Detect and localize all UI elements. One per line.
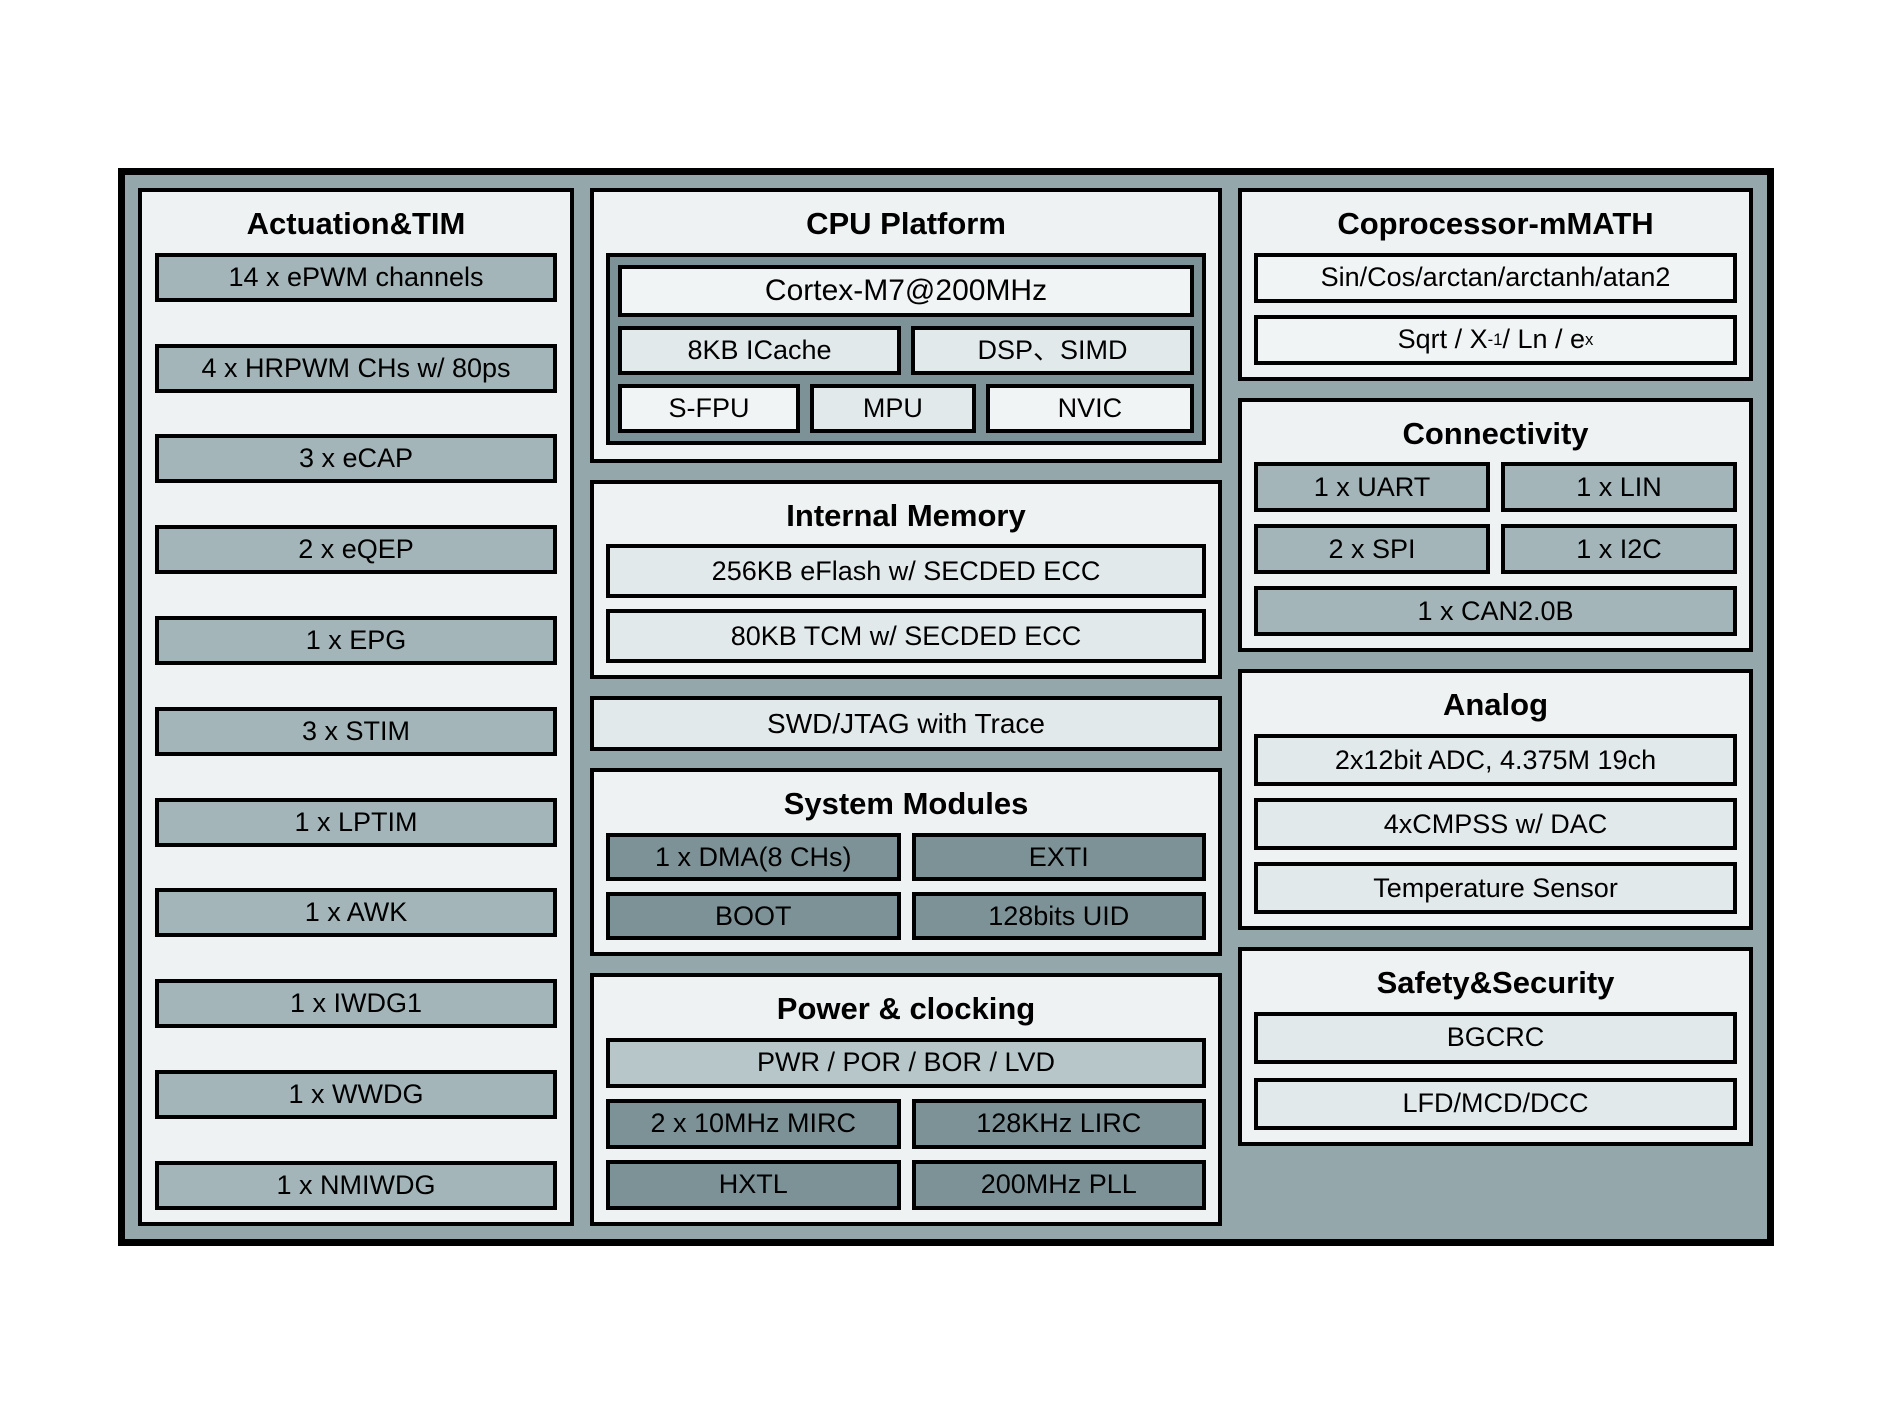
group-title-connectivity: Connectivity <box>1402 415 1589 451</box>
group-title-coprocessor: Coprocessor-mMATH <box>1337 206 1654 241</box>
power-lirc-box[interactable]: 128KHz LIRC <box>911 1098 1206 1149</box>
group-coprocessor-mmath: Coprocessor-mMATH Sin/Cos/arctan/arctanh… <box>1238 188 1753 381</box>
group-title-system-modules: System Modules <box>783 786 1029 822</box>
group-power-clocking: Power & clocking PWR / POR / BOR / LVD 2… <box>590 973 1222 1226</box>
connectivity-rows: 1 x UART 1 x LIN 2 x SPI 1 x I2C 1 x CAN… <box>1254 462 1737 637</box>
group-analog: Analog 2x12bit ADC, 4.375M 19ch 4xCMPSS … <box>1238 669 1753 931</box>
conn-row-2: 2 x SPI 1 x I2C <box>1254 524 1737 575</box>
analog-temp-sensor-box[interactable]: Temperature Sensor <box>1254 862 1737 915</box>
safety-lfd-mcd-dcc-box[interactable]: LFD/MCD/DCC <box>1254 1077 1737 1130</box>
actuation-item-awk[interactable]: 1 x AWK <box>155 888 557 938</box>
sysmod-boot-box[interactable]: BOOT <box>606 892 901 941</box>
actuation-item-hrpwm[interactable]: 4 x HRPWM CHs w/ 80ps <box>155 343 557 393</box>
cpu-sfpu-box[interactable]: S-FPU <box>618 383 801 433</box>
group-cpu-platform: CPU Platform Cortex-M7@200MHz 8KB ICache… <box>590 188 1222 463</box>
power-row-1: 2 x 10MHz MIRC 128KHz LIRC <box>606 1098 1206 1149</box>
cpu-dsp-simd-box[interactable]: DSP、SIMD <box>911 325 1194 375</box>
actuation-item-eqep[interactable]: 2 x eQEP <box>155 525 557 575</box>
actuation-item-iwdg1[interactable]: 1 x IWDG1 <box>155 979 557 1029</box>
group-internal-memory: Internal Memory 256KB eFlash w/ SECDED E… <box>590 479 1222 680</box>
cpu-inner-container: Cortex-M7@200MHz 8KB ICache DSP、SIMD S-F… <box>606 252 1206 445</box>
conn-can-box[interactable]: 1 x CAN2.0B <box>1254 586 1737 637</box>
coprocessor-item-list: Sin/Cos/arctan/arctanh/atan2 Sqrt / X-1 … <box>1254 252 1737 365</box>
cpu-row-cache-dsp: 8KB ICache DSP、SIMD <box>618 325 1194 375</box>
group-title-power: Power & clocking <box>776 991 1036 1027</box>
sysmod-dma-box[interactable]: 1 x DMA(8 CHs) <box>606 833 901 882</box>
memory-item-list: 256KB eFlash w/ SECDED ECC 80KB TCM w/ S… <box>606 544 1206 664</box>
debug-swd-jtag-box[interactable]: SWD/JTAG with Trace <box>590 696 1222 752</box>
actuation-item-ecap[interactable]: 3 x eCAP <box>155 434 557 484</box>
cpu-icache-box[interactable]: 8KB ICache <box>618 325 901 375</box>
column-peripherals: Coprocessor-mMATH Sin/Cos/arctan/arctanh… <box>1238 188 1753 1226</box>
actuation-item-list: 14 x ePWM channels 4 x HRPWM CHs w/ 80ps… <box>155 252 557 1212</box>
conn-lin-box[interactable]: 1 x LIN <box>1501 462 1737 513</box>
system-modules-rows: 1 x DMA(8 CHs) EXTI BOOT 128bits UID <box>606 833 1206 941</box>
group-title-analog: Analog <box>1442 687 1549 723</box>
analog-cmpss-dac-box[interactable]: 4xCMPSS w/ DAC <box>1254 798 1737 851</box>
actuation-item-wwdg[interactable]: 1 x WWDG <box>155 1070 557 1120</box>
power-pwr-por-bor-lvd-box[interactable]: PWR / POR / BOR / LVD <box>606 1037 1206 1088</box>
actuation-item-epwm[interactable]: 14 x ePWM channels <box>155 252 557 302</box>
conn-spi-box[interactable]: 2 x SPI <box>1254 524 1490 575</box>
sysmod-row-1: 1 x DMA(8 CHs) EXTI <box>606 833 1206 882</box>
group-title-safety: Safety&Security <box>1376 965 1615 1001</box>
group-title-actuation: Actuation&TIM <box>246 206 466 241</box>
sysmod-uid-box[interactable]: 128bits UID <box>911 892 1206 941</box>
actuation-item-stim[interactable]: 3 x STIM <box>155 706 557 756</box>
coproc-formula-prefix: Sqrt / X <box>1397 324 1488 355</box>
cpu-core-box[interactable]: Cortex-M7@200MHz <box>618 264 1194 317</box>
power-hxtl-box[interactable]: HXTL <box>606 1159 901 1210</box>
sysmod-exti-box[interactable]: EXTI <box>911 833 1206 882</box>
conn-uart-box[interactable]: 1 x UART <box>1254 462 1490 513</box>
sysmod-row-2: BOOT 128bits UID <box>606 892 1206 941</box>
conn-row-1: 1 x UART 1 x LIN <box>1254 462 1737 513</box>
cpu-mpu-box[interactable]: MPU <box>810 383 976 433</box>
safety-bgcrc-box[interactable]: BGCRC <box>1254 1011 1737 1064</box>
memory-tcm-box[interactable]: 80KB TCM w/ SECDED ECC <box>606 609 1206 664</box>
analog-item-list: 2x12bit ADC, 4.375M 19ch 4xCMPSS w/ DAC … <box>1254 734 1737 915</box>
group-title-cpu: CPU Platform <box>806 206 1006 241</box>
chip-block-diagram: Actuation&TIM 14 x ePWM channels 4 x HRP… <box>118 168 1774 1246</box>
actuation-item-lptim[interactable]: 1 x LPTIM <box>155 797 557 847</box>
cpu-nvic-box[interactable]: NVIC <box>985 383 1194 433</box>
group-system-modules: System Modules 1 x DMA(8 CHs) EXTI BOOT … <box>590 768 1222 957</box>
column-cpu-system: CPU Platform Cortex-M7@200MHz 8KB ICache… <box>590 188 1222 1226</box>
memory-eflash-box[interactable]: 256KB eFlash w/ SECDED ECC <box>606 544 1206 599</box>
cpu-row-fpu-mpu-nvic: S-FPU MPU NVIC <box>618 383 1194 433</box>
coproc-trig-box[interactable]: Sin/Cos/arctan/arctanh/atan2 <box>1254 252 1737 303</box>
safety-item-list: BGCRC LFD/MCD/DCC <box>1254 1011 1737 1130</box>
group-safety-security: Safety&Security BGCRC LFD/MCD/DCC <box>1238 947 1753 1146</box>
group-title-memory: Internal Memory <box>786 497 1026 533</box>
analog-adc-box[interactable]: 2x12bit ADC, 4.375M 19ch <box>1254 734 1737 787</box>
conn-i2c-box[interactable]: 1 x I2C <box>1501 524 1737 575</box>
actuation-item-epg[interactable]: 1 x EPG <box>155 615 557 665</box>
group-actuation-tim: Actuation&TIM 14 x ePWM channels 4 x HRP… <box>138 188 574 1226</box>
power-rows: PWR / POR / BOR / LVD 2 x 10MHz MIRC 128… <box>606 1037 1206 1210</box>
actuation-item-nmiwdg[interactable]: 1 x NMIWDG <box>155 1160 557 1210</box>
coproc-formula-middle: / Ln / e <box>1502 324 1586 355</box>
power-row-2: HXTL 200MHz PLL <box>606 1159 1206 1210</box>
column-actuation: Actuation&TIM 14 x ePWM channels 4 x HRP… <box>138 188 574 1226</box>
group-connectivity: Connectivity 1 x UART 1 x LIN 2 x SPI 1 … <box>1238 397 1753 653</box>
power-pll-box[interactable]: 200MHz PLL <box>911 1159 1206 1210</box>
power-mirc-box[interactable]: 2 x 10MHz MIRC <box>606 1098 901 1149</box>
